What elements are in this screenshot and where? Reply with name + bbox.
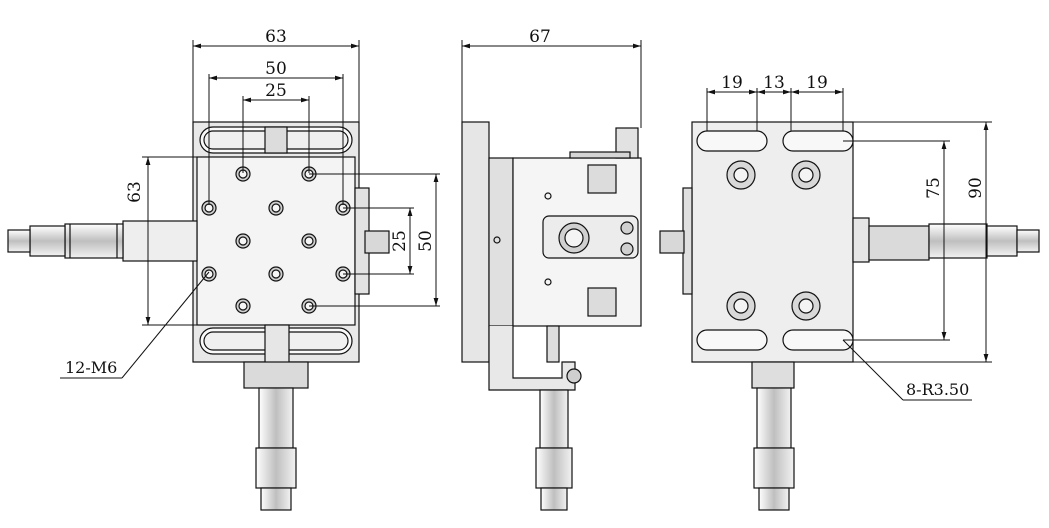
m6-hole-inner (238, 236, 248, 246)
side-body (488, 157, 514, 327)
dimension-lines (60, 40, 992, 401)
label-8-r350: 8-R3.50 (906, 380, 969, 399)
dim-50-right: 50 (416, 230, 436, 252)
dim-67: 67 (529, 27, 551, 47)
dim-19-left: 19 (721, 73, 743, 93)
dim-19-right: 19 (806, 73, 828, 93)
stage-top (196, 156, 356, 326)
m6-hole-inner (204, 269, 214, 279)
m6-hole-inner (271, 269, 281, 279)
bottom-plate (691, 121, 854, 363)
dim-63-left: 63 (125, 181, 145, 203)
left-micrometer (7, 220, 198, 262)
m6-hole-inner (204, 203, 214, 213)
bottom-micrometer (243, 324, 309, 511)
side-plate (461, 121, 490, 363)
dim-25-top: 25 (265, 81, 287, 101)
bottom-view (659, 121, 1040, 511)
dim-50-top: 50 (265, 59, 287, 79)
top-view (7, 121, 390, 511)
dim-75: 75 (924, 177, 944, 199)
m6-hole-inner (304, 236, 314, 246)
m6-holes (201, 166, 351, 314)
dim-90: 90 (966, 177, 986, 199)
m6-hole-inner (238, 301, 248, 311)
label-12-m6: 12-M6 (65, 358, 117, 377)
m6-hole-inner (271, 203, 281, 213)
side-view (461, 121, 642, 511)
dim-13: 13 (763, 73, 785, 93)
dim-63-top: 63 (265, 27, 287, 47)
dim-25-right: 25 (390, 230, 410, 252)
